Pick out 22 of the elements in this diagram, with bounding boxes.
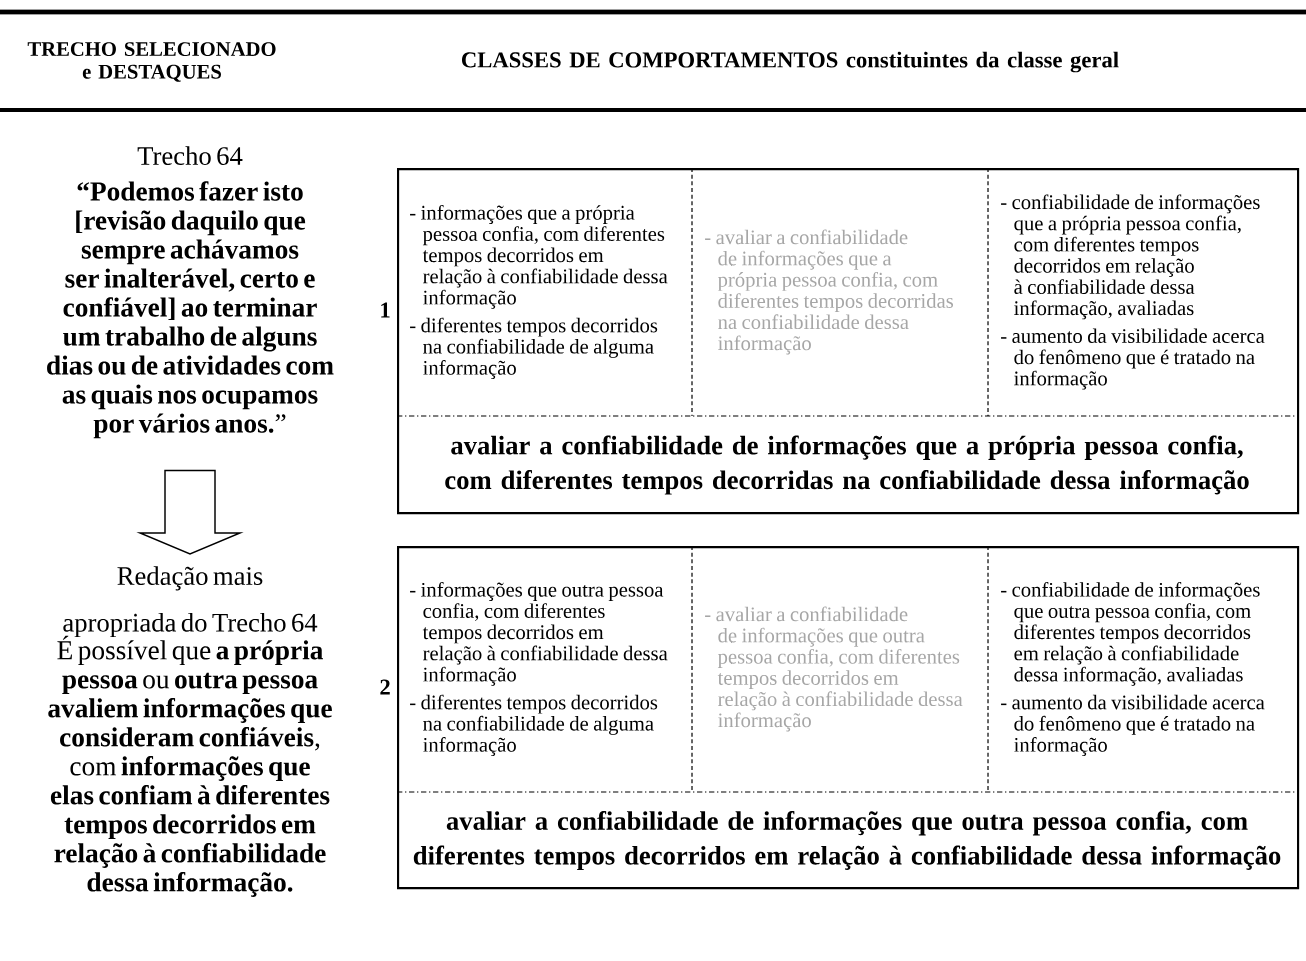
- heading-text: Trecho 64: [137, 146, 243, 166]
- heading-text: Redação mais apropriada do Trecho 64: [63, 566, 318, 638]
- summary-text: avaliar a confiabilidade de informações que a própria pessoa confia, com diferentes tempos decorridas na confiabilidade dessa informação: [445, 435, 1249, 495]
- bullet-text: - confiabilidade de informações que a própria pessoa confia, com diferentes tempos decorridos em relação à confiabilidade dessa informação, avaliadas: [1001, 194, 1260, 320]
- summary-text: avaliar a confiabilidade de informações que outra pessoa confia, com diferentes tempos decorridos em relação à confiabilidade dessa informação: [413, 810, 1281, 871]
- table-box: [397, 168, 1300, 515]
- row-number: 1: [381, 302, 390, 318]
- column-header: CLASSES DE COMPORTAMENTOS constituintes da classe geral: [462, 51, 1119, 73]
- bullet-text: - confiabilidade de informações que outra pessoa confia, com diferentes tempos decorridos em relação à confiabilidade dessa informação, avaliadas: [1001, 582, 1260, 686]
- bullet-text: - informações que outra pessoa confia, com diferentes tempos decorridos em relação à confiabilidade dessa informação: [410, 582, 668, 686]
- bullet-text: - avaliar a confiabilidade de informações que a própria pessoa confia, com diferentes tempos decorridas na confiabilidade dessa informação: [705, 229, 954, 355]
- bullet-text: - diferentes tempos decorridos na confiabilidade de alguma informação: [410, 694, 658, 756]
- block-arrow: [136, 469, 244, 555]
- bullet-text: - aumento da visibilidade acerca do fenômeno que é tratado na informação: [1001, 328, 1265, 390]
- bullet-text: - aumento da visibilidade acerca do fenômeno que é tratado na informação: [1001, 694, 1265, 756]
- bullet-text: - avaliar a confiabilidade de informações que outra pessoa confia, com diferentes tempos decorridos em relação à confiabilidade dessa informação: [705, 606, 963, 732]
- table-box: [397, 546, 1300, 890]
- quote-text: “Podemos fazer isto [revisão daquilo que sempre achávamos ser inalterável, certo e confiável] ao terminar um trabalho de alguns dias ou de atividades com as quais nos ocupamos por vários anos.”: [47, 181, 334, 439]
- bullet-text: - diferentes tempos decorridos na confiabilidade de alguma informação: [410, 317, 658, 379]
- column-header: TRECHO SELECIONADO e DESTAQUES: [27, 42, 276, 82]
- bullet-text: - informações que a própria pessoa confia, com diferentes tempos decorridos em relação à confiabilidade dessa informação: [410, 205, 668, 309]
- row-number: 2: [380, 679, 390, 695]
